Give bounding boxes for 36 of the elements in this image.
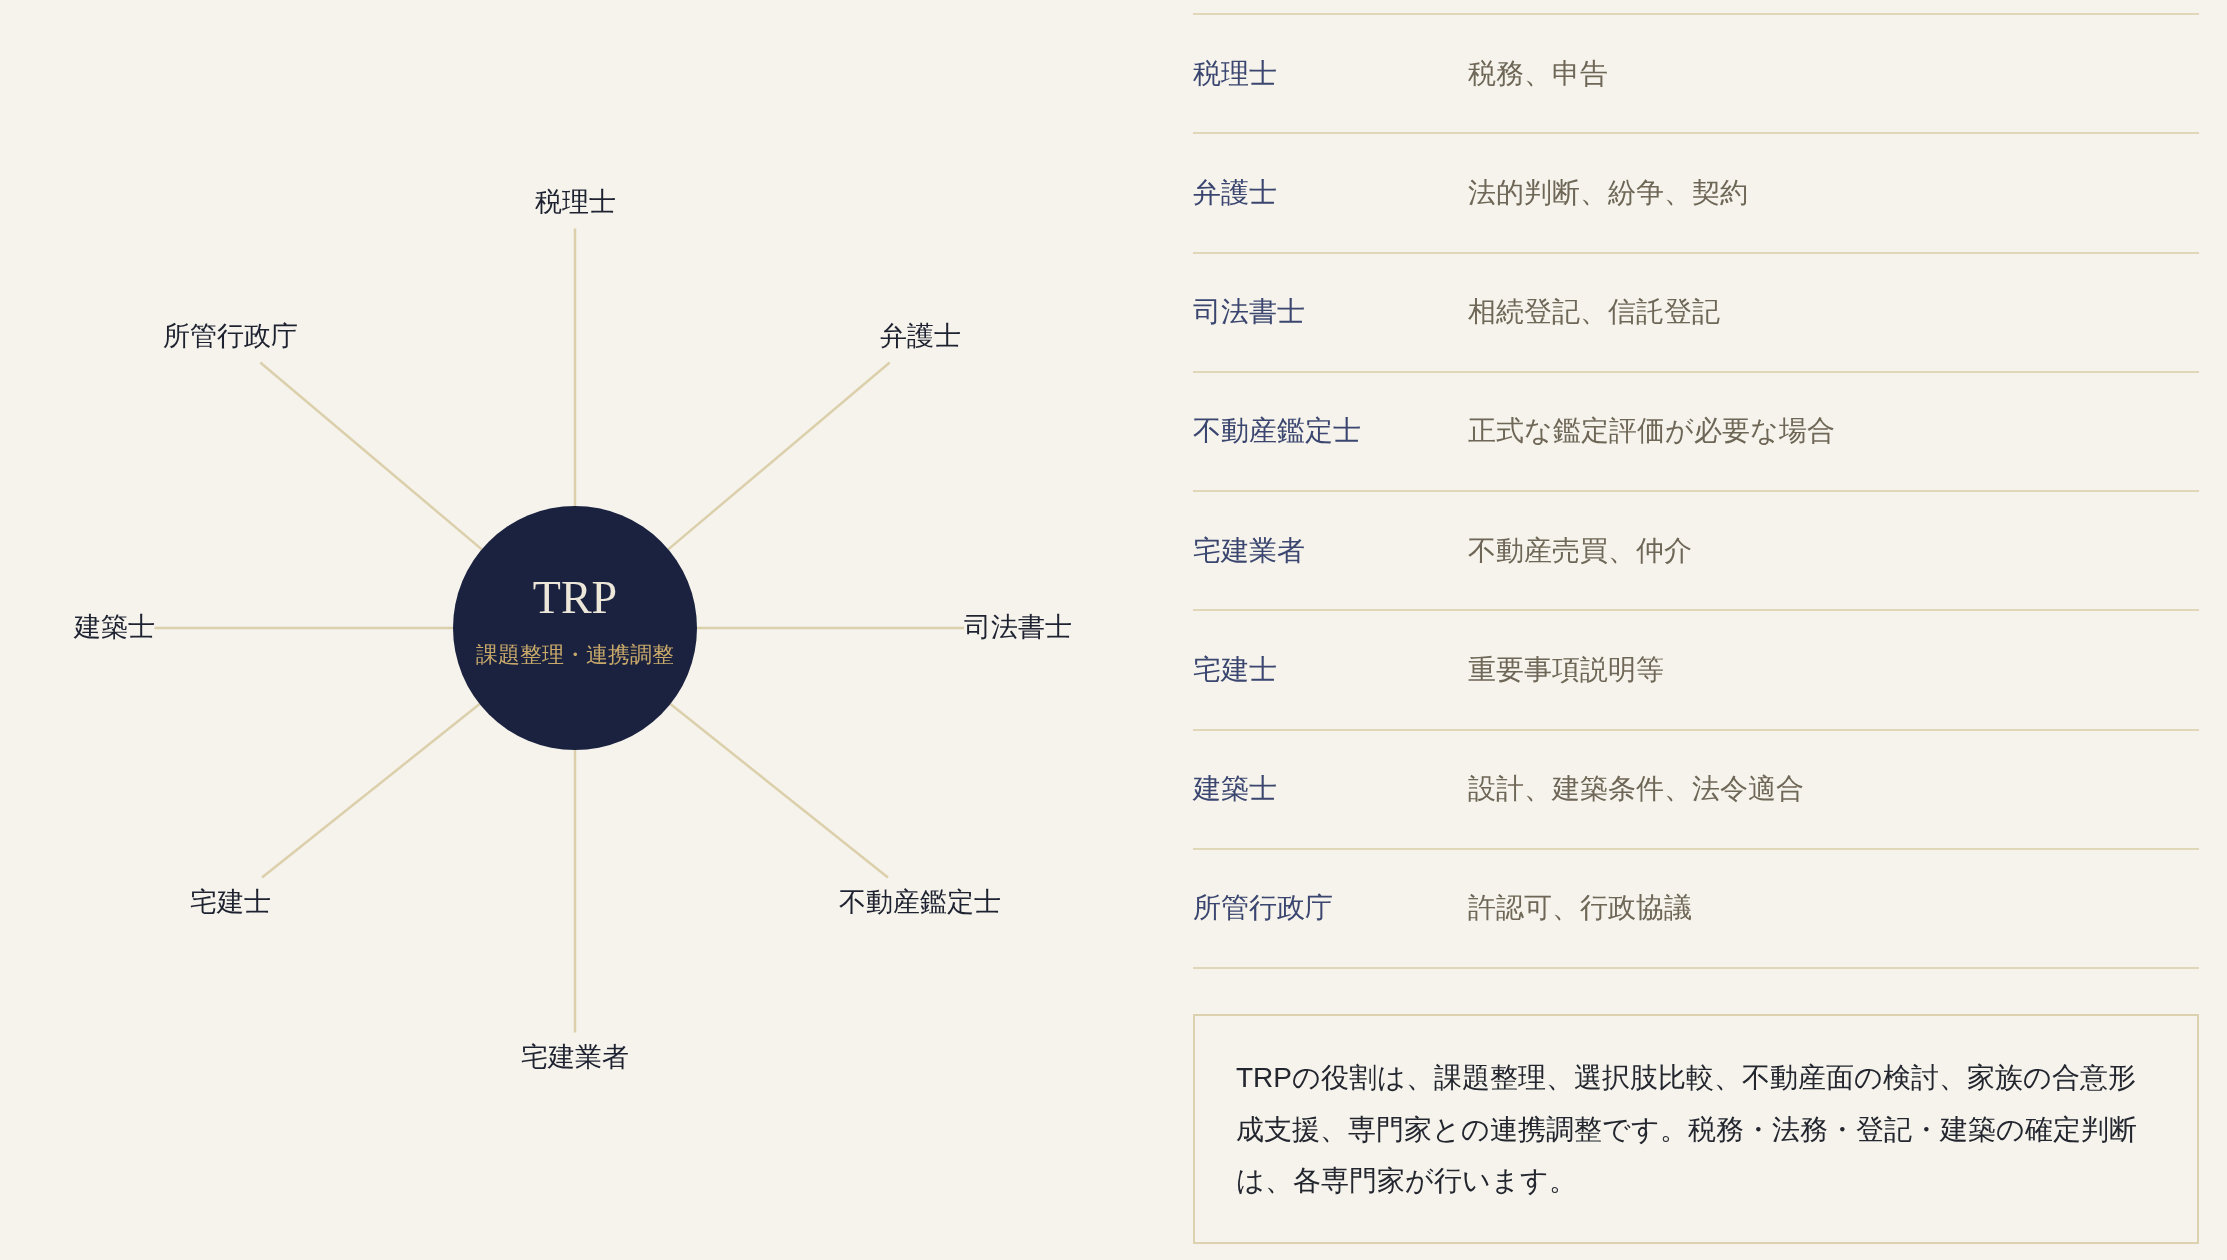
connector-line (154, 626, 453, 630)
specialist-name: 宅建士 (1193, 652, 1278, 687)
specialist-duty: 法的判断、紛争、契約 (1468, 175, 1748, 210)
specialist-duty: 税務、申告 (1468, 56, 1608, 91)
hub-subtitle: 課題整理・連携調整 (476, 642, 674, 669)
specialist-duty: 不動産売買、仲介 (1468, 533, 1692, 568)
connector-line (261, 703, 481, 879)
note-text: TRPの役割は、課題整理、選択肢比較、不動産面の検討、家族の合意形成支援、専門家との連携調整です。税務・法務・登記・建築の確定判断は、各専門家が行います。 (1236, 1061, 2138, 1198)
connector-line (573, 750, 577, 1033)
specialist-name: 司法書士 (1193, 295, 1306, 330)
specialist-duty: 重要事項説明等 (1468, 652, 1664, 687)
connector-line (697, 626, 964, 630)
connector-line (259, 361, 483, 551)
specialist-label: 宅建士 (189, 877, 271, 929)
specialist-duty: 相続登記、信託登記 (1468, 295, 1720, 330)
connector-line (667, 361, 891, 551)
specialist-label: 弁護士 (879, 311, 961, 363)
specialist-label: 不動産鑑定士 (839, 877, 1001, 929)
specialist-name: 建築士 (1193, 772, 1278, 807)
specialist-label: 税理士 (534, 177, 616, 229)
specialist-name: 弁護士 (1193, 175, 1278, 210)
specialist-label: 建築士 (73, 602, 155, 654)
specialist-label: 所管行政庁 (162, 311, 298, 363)
specialist-name: 宅建業者 (1193, 533, 1306, 568)
specialist-label: 宅建業者 (521, 1032, 629, 1084)
specialist-duty: 正式な鑑定評価が必要な場合 (1468, 414, 1835, 449)
hub-title: TRP (532, 575, 618, 622)
specialist-duty: 許認可、行政協議 (1468, 891, 1692, 926)
specialist-name: 税理士 (1193, 56, 1278, 91)
specialist-name: 不動産鑑定士 (1193, 414, 1362, 449)
connector-line (573, 228, 577, 506)
note-box (1193, 1014, 2199, 1244)
specialist-label: 司法書士 (964, 602, 1072, 654)
specialist-duty: 設計、建築条件、法令適合 (1468, 772, 1804, 807)
specialist-name: 所管行政庁 (1193, 891, 1334, 926)
connector-line (669, 703, 889, 879)
